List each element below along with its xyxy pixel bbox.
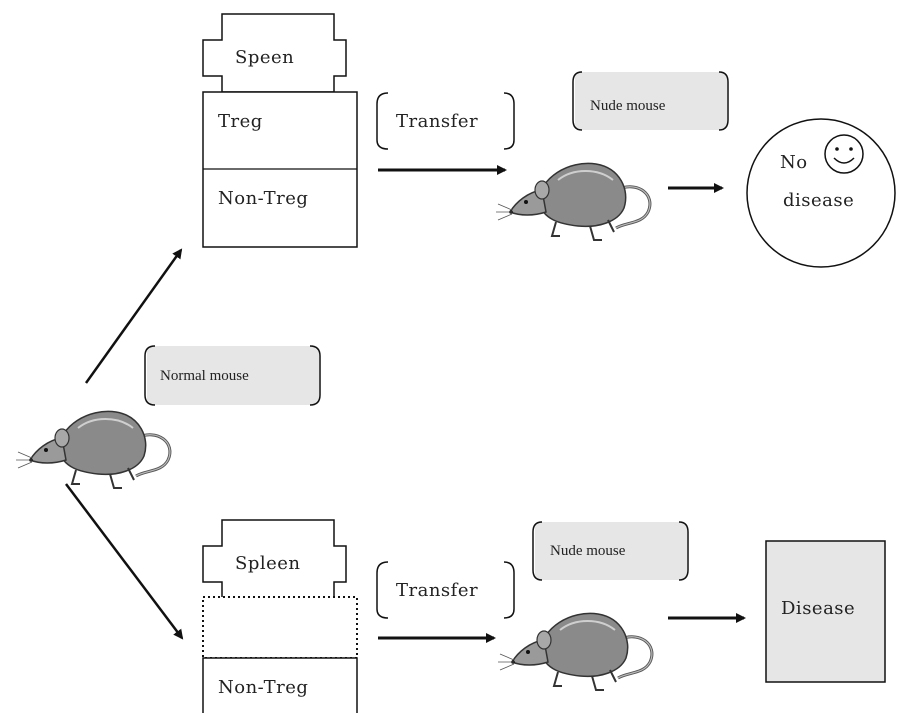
donor-label-bg [147,346,319,405]
bottom-transfer-label: Transfer [396,580,479,601]
mouse-icon [14,409,172,490]
top-transfer-bracket-right [503,92,515,150]
top-non-treg-label: Non-Treg [218,188,309,209]
bottom-transfer-bracket-left [376,561,389,619]
bottom-outcome-label: Disease [781,598,856,619]
bottom-depleted-treg-box [202,596,358,659]
top-recipient-label-bg [575,72,727,130]
donor-to-top-arrow [84,248,183,384]
top-treg-label: Treg [218,111,263,132]
donor-to-bottom-arrow [65,483,184,640]
mouse-icon [494,161,652,242]
smiley-icon [824,134,864,174]
top-outcome-line1: No [780,152,808,173]
donor-label: Normal mouse [160,368,249,384]
top-recipient-label: Nude mouse [590,98,666,114]
mouse-icon [496,611,654,692]
bottom-recipient-label-bg [535,522,687,580]
bottom-transfer-bracket-right [503,561,515,619]
bottom-non-treg-label: Non-Treg [218,677,309,698]
bottom-outcome-box [765,540,886,683]
bottom-organ-label: Spleen [235,553,301,574]
bottom-recipient-label: Nude mouse [550,543,626,559]
top-transfer-label: Transfer [396,111,479,132]
top-transfer-bracket-left [376,92,389,150]
top-outcome-line2: disease [783,190,855,211]
bottom-non-treg-box [202,657,358,713]
top-organ-label: Speen [235,47,295,68]
